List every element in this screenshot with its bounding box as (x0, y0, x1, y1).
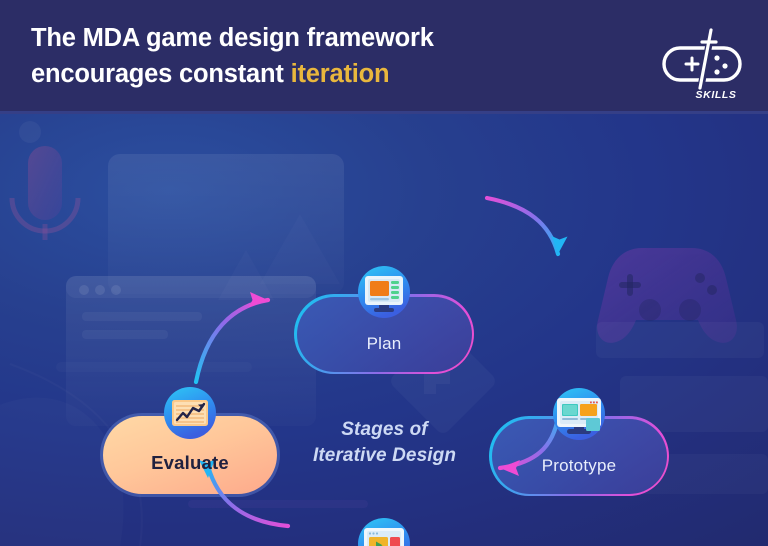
stage-node-evaluate[interactable]: Evaluate (103, 387, 277, 494)
arrow-plan-to-prototype (484, 195, 568, 257)
node-label-plan: Plan (366, 334, 402, 353)
center-caption-line-1: Stages of (341, 419, 428, 440)
node-label-evaluate: Evaluate (151, 452, 229, 473)
stage-node-prototype[interactable]: Prototype (489, 388, 669, 496)
stage-node-plan[interactable]: Plan (294, 266, 474, 374)
title-line-2-plain: encourages constant (31, 60, 291, 88)
center-caption: Stages of Iterative Design (287, 417, 482, 469)
bg-diamond-mark (424, 372, 450, 394)
node-label-prototype: Prototype (541, 456, 617, 475)
arrow-evaluate-to-plan (193, 292, 271, 385)
chart-evaluate-icon (164, 387, 216, 439)
monitor-playtest-icon (358, 518, 410, 546)
gd-skills-gamepad-logo: SKILLS (662, 27, 742, 101)
title-line-1: The MDA game design framework (31, 24, 434, 52)
logo-wordmark: SKILLS (696, 89, 737, 101)
center-caption-line-2: Iterative Design (312, 445, 457, 466)
bg-microphone (9, 121, 81, 240)
page-title: The MDA game design framework encourages… (31, 20, 591, 92)
header-bar: The MDA game design framework encourages… (0, 0, 768, 114)
bg-gamepad (597, 248, 737, 343)
background-artwork (9, 121, 737, 508)
bg-browser-window-front (108, 154, 344, 294)
monitor-plan-icon (358, 266, 410, 318)
diagram-canvas: Stages of Iterative Design (0, 114, 768, 546)
monitor-prototype-icon (553, 388, 605, 440)
title-accent-word: iteration (290, 60, 390, 88)
arrow-playtest-to-evaluate (199, 459, 291, 529)
header-divider (0, 111, 768, 114)
